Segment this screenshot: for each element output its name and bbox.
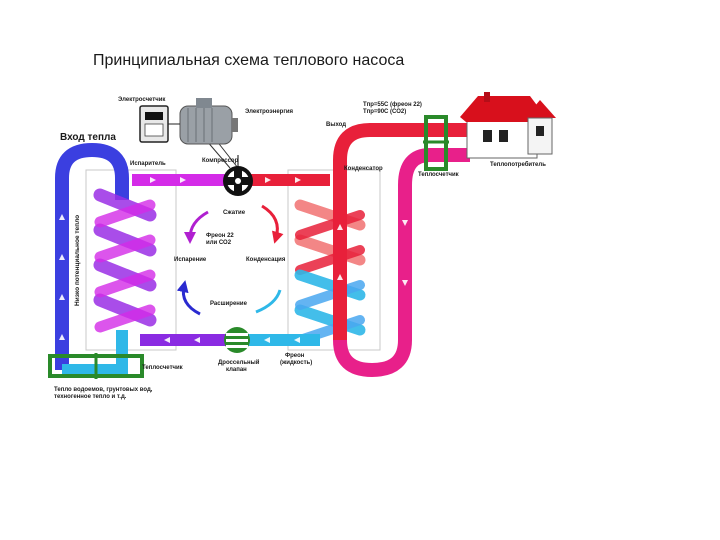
temp-label-line2: Тпр=90С (СО2) (363, 109, 406, 115)
expansion-arrow (255, 289, 282, 314)
supply-pipe (333, 123, 470, 340)
heat-consumer-label: Теплопотребитель (490, 161, 546, 168)
output-label: Выход (326, 122, 346, 128)
compression-label: Сжатие (223, 210, 246, 216)
electric-meter-icon (139, 105, 169, 143)
evaporator-frame (85, 169, 177, 351)
heat-meter-left-label: Теплосчетчик (142, 365, 183, 371)
heat-meter-right-label: Теплосчетчик (418, 172, 459, 178)
evaporator-label: Испаритель (130, 161, 166, 167)
expansion-label: Расширение (210, 301, 248, 307)
input-heat-pipe (55, 142, 129, 370)
electric-energy-label: Электроэнергия (245, 109, 294, 115)
condenser-coils (294, 199, 366, 345)
throttle-valve-icon (224, 327, 250, 353)
diagram-title: Принципиальная схема теплового насоса (93, 52, 405, 69)
house-icon (460, 92, 556, 159)
input-heat-label: Вход тепла (60, 132, 116, 143)
freon-label-line1: Фреон 22 (206, 233, 234, 239)
condensation-arrow (261, 204, 284, 244)
temp-label-line1: Тпр=55С (фреон 22) (363, 101, 422, 108)
flow-marks (59, 177, 408, 343)
evaporation-arrow (176, 280, 201, 316)
condensation-label: Конденсация (246, 257, 286, 263)
compressor-icon (205, 139, 253, 196)
freon-liquid-label-line1: Фреон (285, 353, 305, 359)
motor-icon (179, 98, 238, 145)
source-label-line1: Тепло водоемов, грунтовых вод, (54, 387, 153, 393)
throttle-label-line2: клапан (226, 367, 247, 373)
compression-arrow (184, 210, 209, 244)
heat-meter-left-icon (48, 353, 144, 379)
electric-meter-label: Электросчетчик (118, 97, 165, 103)
return-pipe (333, 148, 470, 378)
evaporation-label: Испарение (174, 257, 207, 263)
heat-meter-right-icon (423, 115, 449, 171)
low-potential-heat-label: Низко потенциальное тепло (74, 215, 81, 306)
freon-liquid-label-line2: (жидкость) (280, 360, 312, 366)
throttle-label-line1: Дроссельный (218, 359, 260, 366)
source-label-line2: техногенное тепло и т.д. (54, 394, 127, 400)
freon-label-line2: или СО2 (206, 240, 232, 246)
condenser-label: Конденсатор (344, 166, 383, 172)
return-heat-pipe (62, 330, 128, 376)
evaporator-coils (93, 188, 157, 333)
compressor-label: Компрессор (202, 158, 239, 164)
